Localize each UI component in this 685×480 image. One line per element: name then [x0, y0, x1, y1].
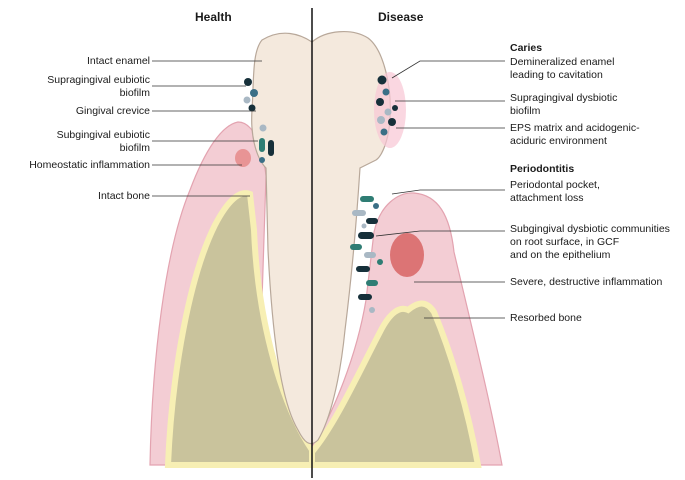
label-periodontal-pocket: Periodontal pocket, attachment loss: [510, 179, 600, 205]
label-demineralized-enamel: Demineralized enamel leading to cavitati…: [510, 56, 614, 82]
health-header: Health: [195, 10, 232, 24]
label-subgingival-dysbiotic-communities: Subgingival dysbiotic communities on roo…: [510, 223, 670, 262]
label-homeostatic-inflammation: Homeostatic inflammation: [29, 159, 150, 172]
label-subgingival-eubiotic-biofilm: Subgingival eubiotic biofilm: [57, 129, 150, 155]
periodontitis-title: Periodontitis: [510, 163, 574, 175]
label-supragingival-eubiotic-biofilm: Supragingival eubiotic biofilm: [47, 74, 150, 100]
destructive-inflammation: [390, 233, 424, 277]
label-gingival-crevice: Gingival crevice: [76, 105, 150, 118]
homeostatic-inflammation: [235, 149, 251, 167]
label-intact-enamel: Intact enamel: [87, 55, 150, 68]
disease-header: Disease: [378, 10, 423, 24]
label-eps-matrix: EPS matrix and acidogenic- aciduric envi…: [510, 122, 640, 148]
caries-title: Caries: [510, 42, 542, 54]
label-supragingival-dysbiotic-biofilm: Supragingival dysbiotic biofilm: [510, 92, 617, 118]
label-resorbed-bone: Resorbed bone: [510, 312, 582, 325]
label-severe-inflammation: Severe, destructive inflammation: [510, 276, 662, 289]
label-intact-bone: Intact bone: [98, 190, 150, 203]
